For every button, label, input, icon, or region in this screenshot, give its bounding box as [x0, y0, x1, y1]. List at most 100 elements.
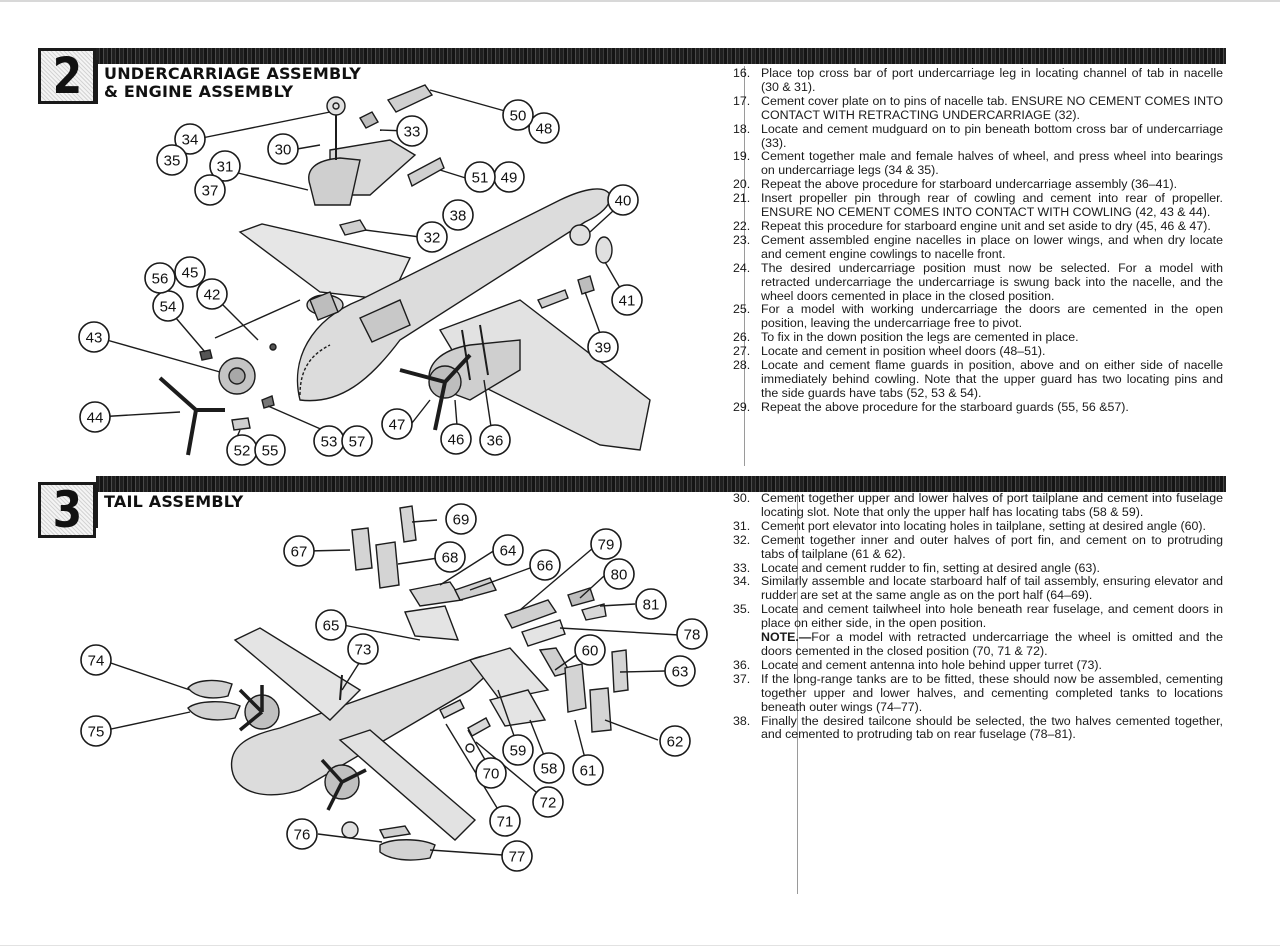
instruction-step: 16.Place top cross bar of port undercarr… [733, 66, 1223, 95]
callout-circle [587, 331, 619, 363]
callout-58: 58 [533, 752, 565, 784]
section-2-title-line-1: UNDERCARRIAGE ASSEMBLY [104, 64, 362, 83]
callout-number: 50 [510, 108, 527, 125]
instruction-step: 34.Similarly assemble and locate starboa… [733, 575, 1223, 603]
callout-60: 60 [574, 634, 606, 666]
callout-74: 74 [80, 644, 112, 676]
callout-circle [492, 534, 524, 566]
instruction-step: 28.Locate and cement flame guards in pos… [733, 358, 1223, 401]
step-text: The desired undercarriage position must … [761, 260, 1223, 303]
callout-71: 71 [489, 805, 521, 837]
callout-circle [78, 321, 110, 353]
callout-number: 38 [450, 208, 467, 225]
callout-31: 31 [209, 150, 241, 182]
section-3-column-divider [797, 494, 798, 894]
callout-circle [209, 150, 241, 182]
callout-number: 45 [182, 265, 199, 282]
step-text: If the long-range tanks are to be fitted… [761, 671, 1223, 714]
step-number: 31. [733, 518, 751, 533]
callout-circle [572, 754, 604, 786]
instruction-step: NOTE.—For a model with retracted underca… [733, 630, 1223, 659]
callout-45: 45 [174, 256, 206, 288]
callout-number: 39 [595, 340, 612, 357]
section-2-column-divider [744, 66, 745, 466]
callout-circle [445, 503, 477, 535]
callout-number: 63 [672, 664, 689, 681]
step-number: 26. [733, 330, 751, 345]
callout-57: 57 [341, 425, 373, 457]
callout-number: 66 [537, 558, 554, 575]
step-number: 17. [733, 93, 751, 108]
instruction-step: 20.Repeat the above procedure for starbo… [733, 177, 1223, 192]
callout-number: 73 [355, 642, 372, 659]
callout-circle [611, 284, 643, 316]
section-3-title: TAIL ASSEMBLY [104, 493, 243, 511]
step-number: 37. [733, 671, 751, 686]
step-text: Locate and cement antenna into hole behi… [761, 657, 1102, 672]
step-number: 35. [733, 602, 751, 617]
instruction-step: 26. To fix in the down position the legs … [733, 330, 1223, 345]
callout-32: 32 [416, 221, 448, 253]
callout-number: 46 [448, 432, 465, 449]
step-number: 29. [733, 399, 751, 414]
callout-56: 56 [144, 262, 176, 294]
callout-circle [533, 752, 565, 784]
callout-number: 60 [582, 643, 599, 660]
callout-81: 81 [635, 588, 667, 620]
step-number: 18. [733, 121, 751, 136]
callout-34: 34 [174, 123, 206, 155]
instruction-step: 17.Cement cover plate on to pins of nace… [733, 93, 1223, 123]
callout-number: 49 [501, 170, 518, 187]
instruction-step: 19.Cement together male and female halve… [733, 150, 1223, 178]
callout-circle [79, 401, 111, 433]
step-number: 38. [733, 713, 751, 728]
callout-number: 55 [262, 443, 279, 460]
step-text: Cement together upper and lower halves o… [761, 491, 1223, 519]
step-text: NOTE.—For a model with retracted underca… [761, 630, 1223, 659]
callout-circle [603, 558, 635, 590]
step-number: 22. [733, 218, 751, 233]
step-text: Locate and cement rudder to fin, setting… [761, 560, 1100, 575]
callout-circle [267, 133, 299, 165]
callout-62: 62 [659, 725, 691, 757]
callout-circle [80, 644, 112, 676]
callout-number: 32 [424, 230, 441, 247]
callout-number: 77 [509, 849, 526, 866]
callout-number: 40 [615, 193, 632, 210]
section-2-number: 2 [52, 47, 82, 105]
callout-number: 71 [497, 814, 514, 831]
section-2-header-band [96, 48, 1226, 64]
callout-circle [489, 805, 521, 837]
callout-number: 61 [580, 763, 597, 780]
step-number: 21. [733, 191, 751, 206]
callout-circle [416, 221, 448, 253]
instruction-step: 32.Cement together inner and outer halve… [733, 533, 1223, 562]
instruction-step: 37. If the long-range tanks are to be fit… [733, 671, 1223, 715]
callout-number: 72 [540, 795, 557, 812]
callout-circle [80, 715, 112, 747]
callout-number: 31 [217, 159, 234, 176]
callout-70: 70 [475, 757, 507, 789]
step-text: Repeat this procedure for starboard engi… [761, 218, 1211, 233]
instruction-step: 30.Cement together upper and lower halve… [733, 491, 1223, 520]
callout-number: 35 [164, 153, 181, 170]
callout-number: 79 [598, 537, 615, 554]
callout-circle [664, 655, 696, 687]
callout-35: 35 [156, 144, 188, 176]
callout-number: 57 [349, 434, 366, 451]
section-2-title-rule [96, 60, 98, 104]
callout-61: 61 [572, 754, 604, 786]
step-text: To fix in the down position the legs are… [761, 330, 1079, 345]
section-2-instructions: 16.Place top cross bar of port undercarr… [733, 66, 1223, 415]
step-number: 33. [733, 560, 751, 575]
step-number: 23. [733, 232, 751, 247]
callout-number: 48 [536, 121, 553, 138]
callout-circle [676, 618, 708, 650]
callout-number: 59 [510, 743, 527, 760]
callout-75: 75 [80, 715, 112, 747]
callout-number: 37 [202, 183, 219, 200]
step-number: 25. [733, 302, 751, 317]
section-3-header-band [96, 476, 1226, 492]
callout-66: 66 [529, 549, 561, 581]
